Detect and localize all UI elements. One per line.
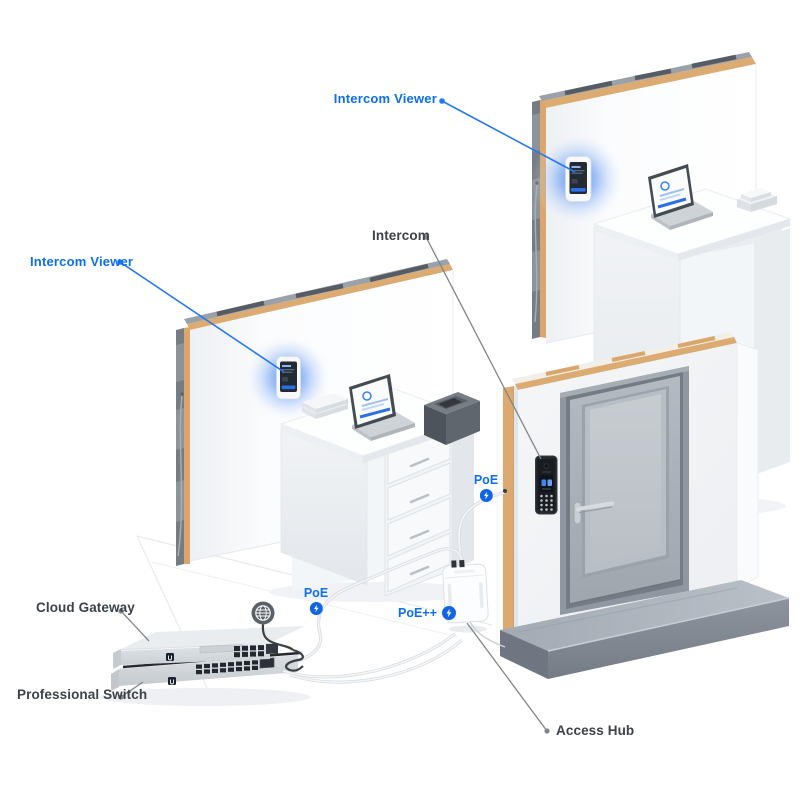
paper-stack	[302, 393, 348, 419]
wall-cable	[177, 395, 183, 557]
poe-plus-plus-label: PoE++	[398, 606, 456, 620]
leader-lines	[117, 98, 576, 734]
access-hub-label: Access Hub	[556, 724, 634, 738]
intercom-viewer-top-leader	[441, 100, 576, 173]
gateway-display	[199, 644, 243, 654]
ubiquiti-logo	[166, 653, 174, 661]
poe-bolt-icon	[441, 606, 456, 620]
intercom-viewer-device-left	[276, 356, 301, 400]
access-hub-leader	[466, 622, 548, 732]
patch-cable	[285, 648, 304, 672]
ethernet-ports	[196, 660, 258, 675]
label-text: PoE	[303, 586, 329, 600]
intercom-keypad	[540, 494, 553, 511]
ethernet-ports	[234, 645, 264, 658]
label-text: Intercom	[372, 228, 430, 243]
concrete-plinth	[500, 580, 790, 679]
door-escutcheon	[573, 501, 582, 525]
label-text: Intercom Viewer	[30, 254, 134, 269]
internet-globe-icon	[251, 601, 275, 625]
professional-switch-leader	[120, 681, 144, 698]
label-text: Professional Switch	[17, 687, 148, 702]
intercom-leader	[425, 236, 542, 460]
access-hub-device	[442, 559, 489, 624]
cloud-gateway-device	[113, 626, 305, 669]
wan-cable	[261, 624, 294, 651]
label-text: PoE	[473, 473, 499, 487]
intercom-label: Intercom	[372, 229, 430, 243]
door	[560, 366, 689, 615]
wall-cable-port	[503, 489, 507, 493]
intercom-viewer-label-top: Intercom Viewer	[334, 92, 437, 105]
poe-wall-label: PoE	[474, 473, 498, 502]
access-hub-assembly	[291, 489, 507, 665]
label-text: PoE++	[398, 606, 437, 620]
intercom-device	[535, 455, 558, 515]
door-handle	[576, 501, 614, 511]
intercom-viewer-device-top	[565, 156, 592, 202]
label-text: Intercom Viewer	[333, 91, 437, 106]
wall-door	[496, 332, 790, 679]
printer	[424, 392, 480, 445]
cloud-gateway-label: Cloud Gateway	[36, 601, 135, 615]
intercom-viewer-label-left: Intercom Viewer	[30, 255, 133, 268]
intercom-viewer-left-leader	[119, 261, 285, 373]
ubiquiti-logo	[168, 677, 176, 685]
poe-bolt-icon	[309, 602, 323, 615]
poe-floor-label: PoE	[304, 586, 328, 615]
label-text: Access Hub	[556, 723, 635, 738]
floor-cable	[289, 639, 463, 683]
laptop	[648, 164, 713, 230]
poe-cable-floor	[291, 547, 463, 664]
cable-hook	[180, 392, 184, 396]
books-stack	[737, 188, 777, 212]
cloud-gateway-leader	[120, 610, 150, 642]
laptop	[349, 374, 415, 441]
label-text: Cloud Gateway	[36, 600, 135, 615]
network-stack	[100, 601, 463, 706]
poe-bolt-icon	[479, 489, 493, 502]
floor-cable	[282, 633, 456, 678]
professional-switch-label: Professional Switch	[17, 688, 147, 702]
